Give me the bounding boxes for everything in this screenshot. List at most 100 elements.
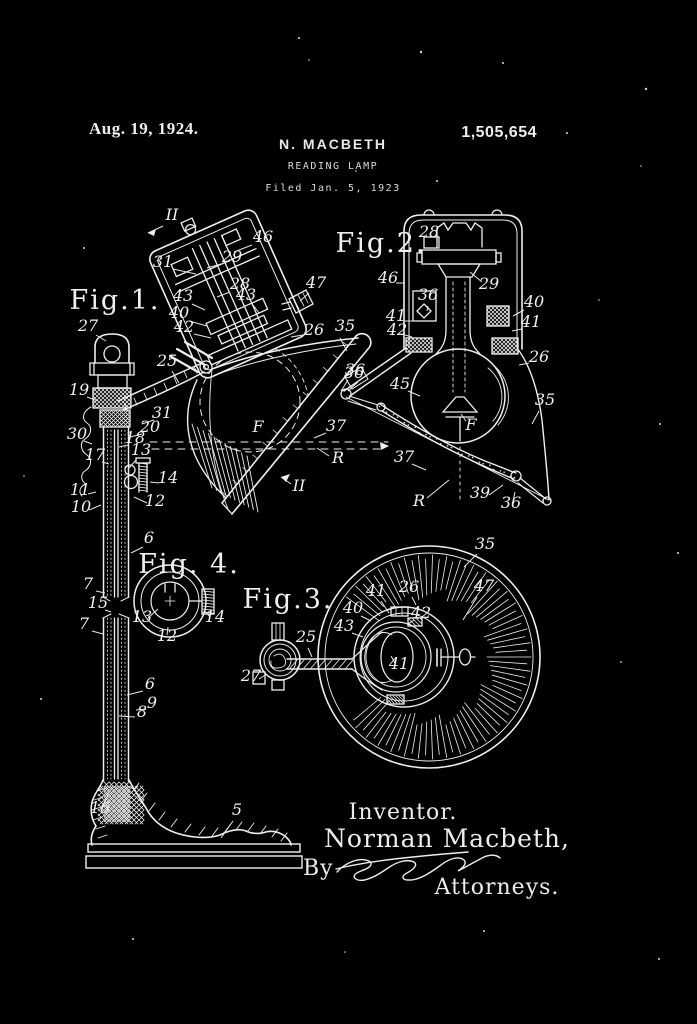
leader-line bbox=[390, 655, 396, 664]
figure-1-ref-27: 27 bbox=[77, 316, 99, 335]
figure-1-ref-18: 18 bbox=[125, 428, 145, 447]
figure-1-ref-42: 42 bbox=[173, 317, 194, 336]
figure-1-ref-25: 25 bbox=[156, 351, 177, 370]
figure-2-ref-R: R bbox=[412, 491, 425, 510]
figure-1-ref-16: 16 bbox=[90, 798, 110, 817]
figure-2-ref-41: 41 bbox=[385, 306, 406, 325]
figure-1-ref-20: 20 bbox=[139, 417, 160, 436]
figure-3-ref-47: 47 bbox=[473, 576, 495, 595]
figure-1-ref-11: 11 bbox=[70, 480, 90, 499]
figure-4-labels: Fig. 4. 13 12 14 bbox=[132, 549, 240, 645]
leader-line bbox=[172, 268, 197, 275]
figure-2-ref-36: 36 bbox=[344, 363, 364, 382]
figure-3-title: Fig.3. bbox=[243, 584, 334, 615]
by-label: By bbox=[303, 856, 334, 881]
header: Aug. 19, 1924. N. MACBETH 1,505,654 READ… bbox=[89, 119, 537, 194]
issue-date: Aug. 19, 1924. bbox=[89, 119, 198, 138]
figure-1-ref-15: 15 bbox=[88, 593, 108, 612]
figure-1-ref-8: 8 bbox=[137, 702, 147, 721]
leader-line bbox=[147, 225, 164, 234]
figure-1-ref-36: 36 bbox=[345, 360, 365, 379]
leader-line bbox=[88, 504, 102, 511]
figure-3-ref-35: 35 bbox=[475, 534, 495, 553]
figure-3-ref-41: 41 bbox=[388, 654, 409, 673]
leader-line bbox=[191, 303, 206, 311]
figure-4-ref-12: 12 bbox=[157, 626, 177, 645]
leader-line bbox=[307, 647, 313, 658]
leader-line bbox=[102, 791, 110, 807]
leader-line bbox=[316, 447, 330, 457]
figure-1-ref-43: 43 bbox=[172, 286, 193, 305]
leader-line bbox=[460, 413, 467, 422]
inventor-caption: Inventor. bbox=[349, 800, 458, 825]
leader-line bbox=[95, 590, 106, 594]
leader-line bbox=[258, 673, 268, 680]
figure-1-ref-7: 7 bbox=[79, 614, 90, 633]
leader-line bbox=[206, 263, 222, 269]
leader-line bbox=[351, 632, 364, 638]
leader-line bbox=[149, 481, 160, 484]
figure-4-title: Fig. 4. bbox=[138, 549, 240, 580]
leader-line bbox=[147, 608, 159, 619]
figure-2-ref-36: 36 bbox=[418, 285, 438, 304]
leader-line bbox=[129, 433, 143, 438]
leader-line bbox=[83, 440, 93, 445]
leader-line bbox=[313, 432, 327, 439]
leader-line bbox=[91, 630, 104, 635]
figure-1-ref-31: 31 bbox=[153, 252, 173, 271]
leader-line bbox=[488, 484, 504, 496]
figure-1-ref-47: 47 bbox=[305, 273, 327, 292]
leader-line bbox=[171, 370, 180, 384]
leader-line bbox=[426, 479, 450, 499]
fig1-stand bbox=[79, 333, 303, 869]
leader-line bbox=[469, 271, 483, 283]
figure-2-ref-F: F bbox=[464, 415, 477, 434]
leader-line bbox=[380, 600, 390, 614]
leader-line bbox=[135, 708, 147, 711]
figure-1-ref-29: 29 bbox=[221, 247, 242, 266]
leader-line bbox=[203, 609, 211, 618]
leader-line bbox=[290, 334, 304, 338]
leader-line bbox=[118, 444, 129, 448]
fig3-front-view bbox=[252, 545, 541, 769]
leader-line bbox=[411, 463, 427, 471]
leader-line bbox=[118, 715, 136, 718]
figure-1-ref-46: 46 bbox=[252, 227, 273, 246]
fig1-lamp-head bbox=[149, 209, 307, 379]
figure-2-ref-42: 42 bbox=[386, 320, 407, 339]
leader-line bbox=[133, 496, 148, 504]
leader-line bbox=[188, 320, 208, 327]
figure-4-ref-14: 14 bbox=[205, 607, 225, 626]
leader-line bbox=[531, 410, 540, 425]
attorneys-caption: Attorneys. bbox=[434, 875, 560, 900]
fig1-adjust-knob bbox=[281, 289, 314, 314]
figure-2-ref-41: 41 bbox=[520, 312, 541, 331]
leader-line bbox=[511, 328, 523, 332]
figure-2-ref-39: 39 bbox=[470, 483, 490, 502]
fig1-reflector bbox=[148, 229, 389, 515]
figure-1-ref-40: 40 bbox=[168, 303, 189, 322]
generated-hatching bbox=[91, 305, 532, 842]
figure-1-ref-R: R bbox=[331, 448, 344, 467]
figure-2-ref-45: 45 bbox=[389, 374, 410, 393]
leader-line bbox=[407, 619, 415, 625]
figure-2-ref-40: 40 bbox=[523, 292, 544, 311]
figure-1-ref-30: 30 bbox=[67, 424, 87, 443]
figure-2-title: Fig.2. bbox=[336, 228, 427, 259]
leader-line bbox=[340, 379, 349, 392]
figure-1-ref-43: 43 bbox=[235, 285, 256, 304]
figure-1-ref-II: II bbox=[292, 476, 306, 495]
figure-1-ref-7: 7 bbox=[83, 574, 94, 593]
figure-2-ref-46: 46 bbox=[377, 268, 398, 287]
filed-date: Filed Jan. 5, 1923 bbox=[265, 183, 400, 194]
figure-2-ref-36: 36 bbox=[501, 493, 521, 512]
figure-4-ref-13: 13 bbox=[132, 607, 152, 626]
leader-line bbox=[101, 461, 110, 465]
figure-3-ref-26: 26 bbox=[398, 577, 419, 596]
leader-line bbox=[407, 390, 421, 397]
